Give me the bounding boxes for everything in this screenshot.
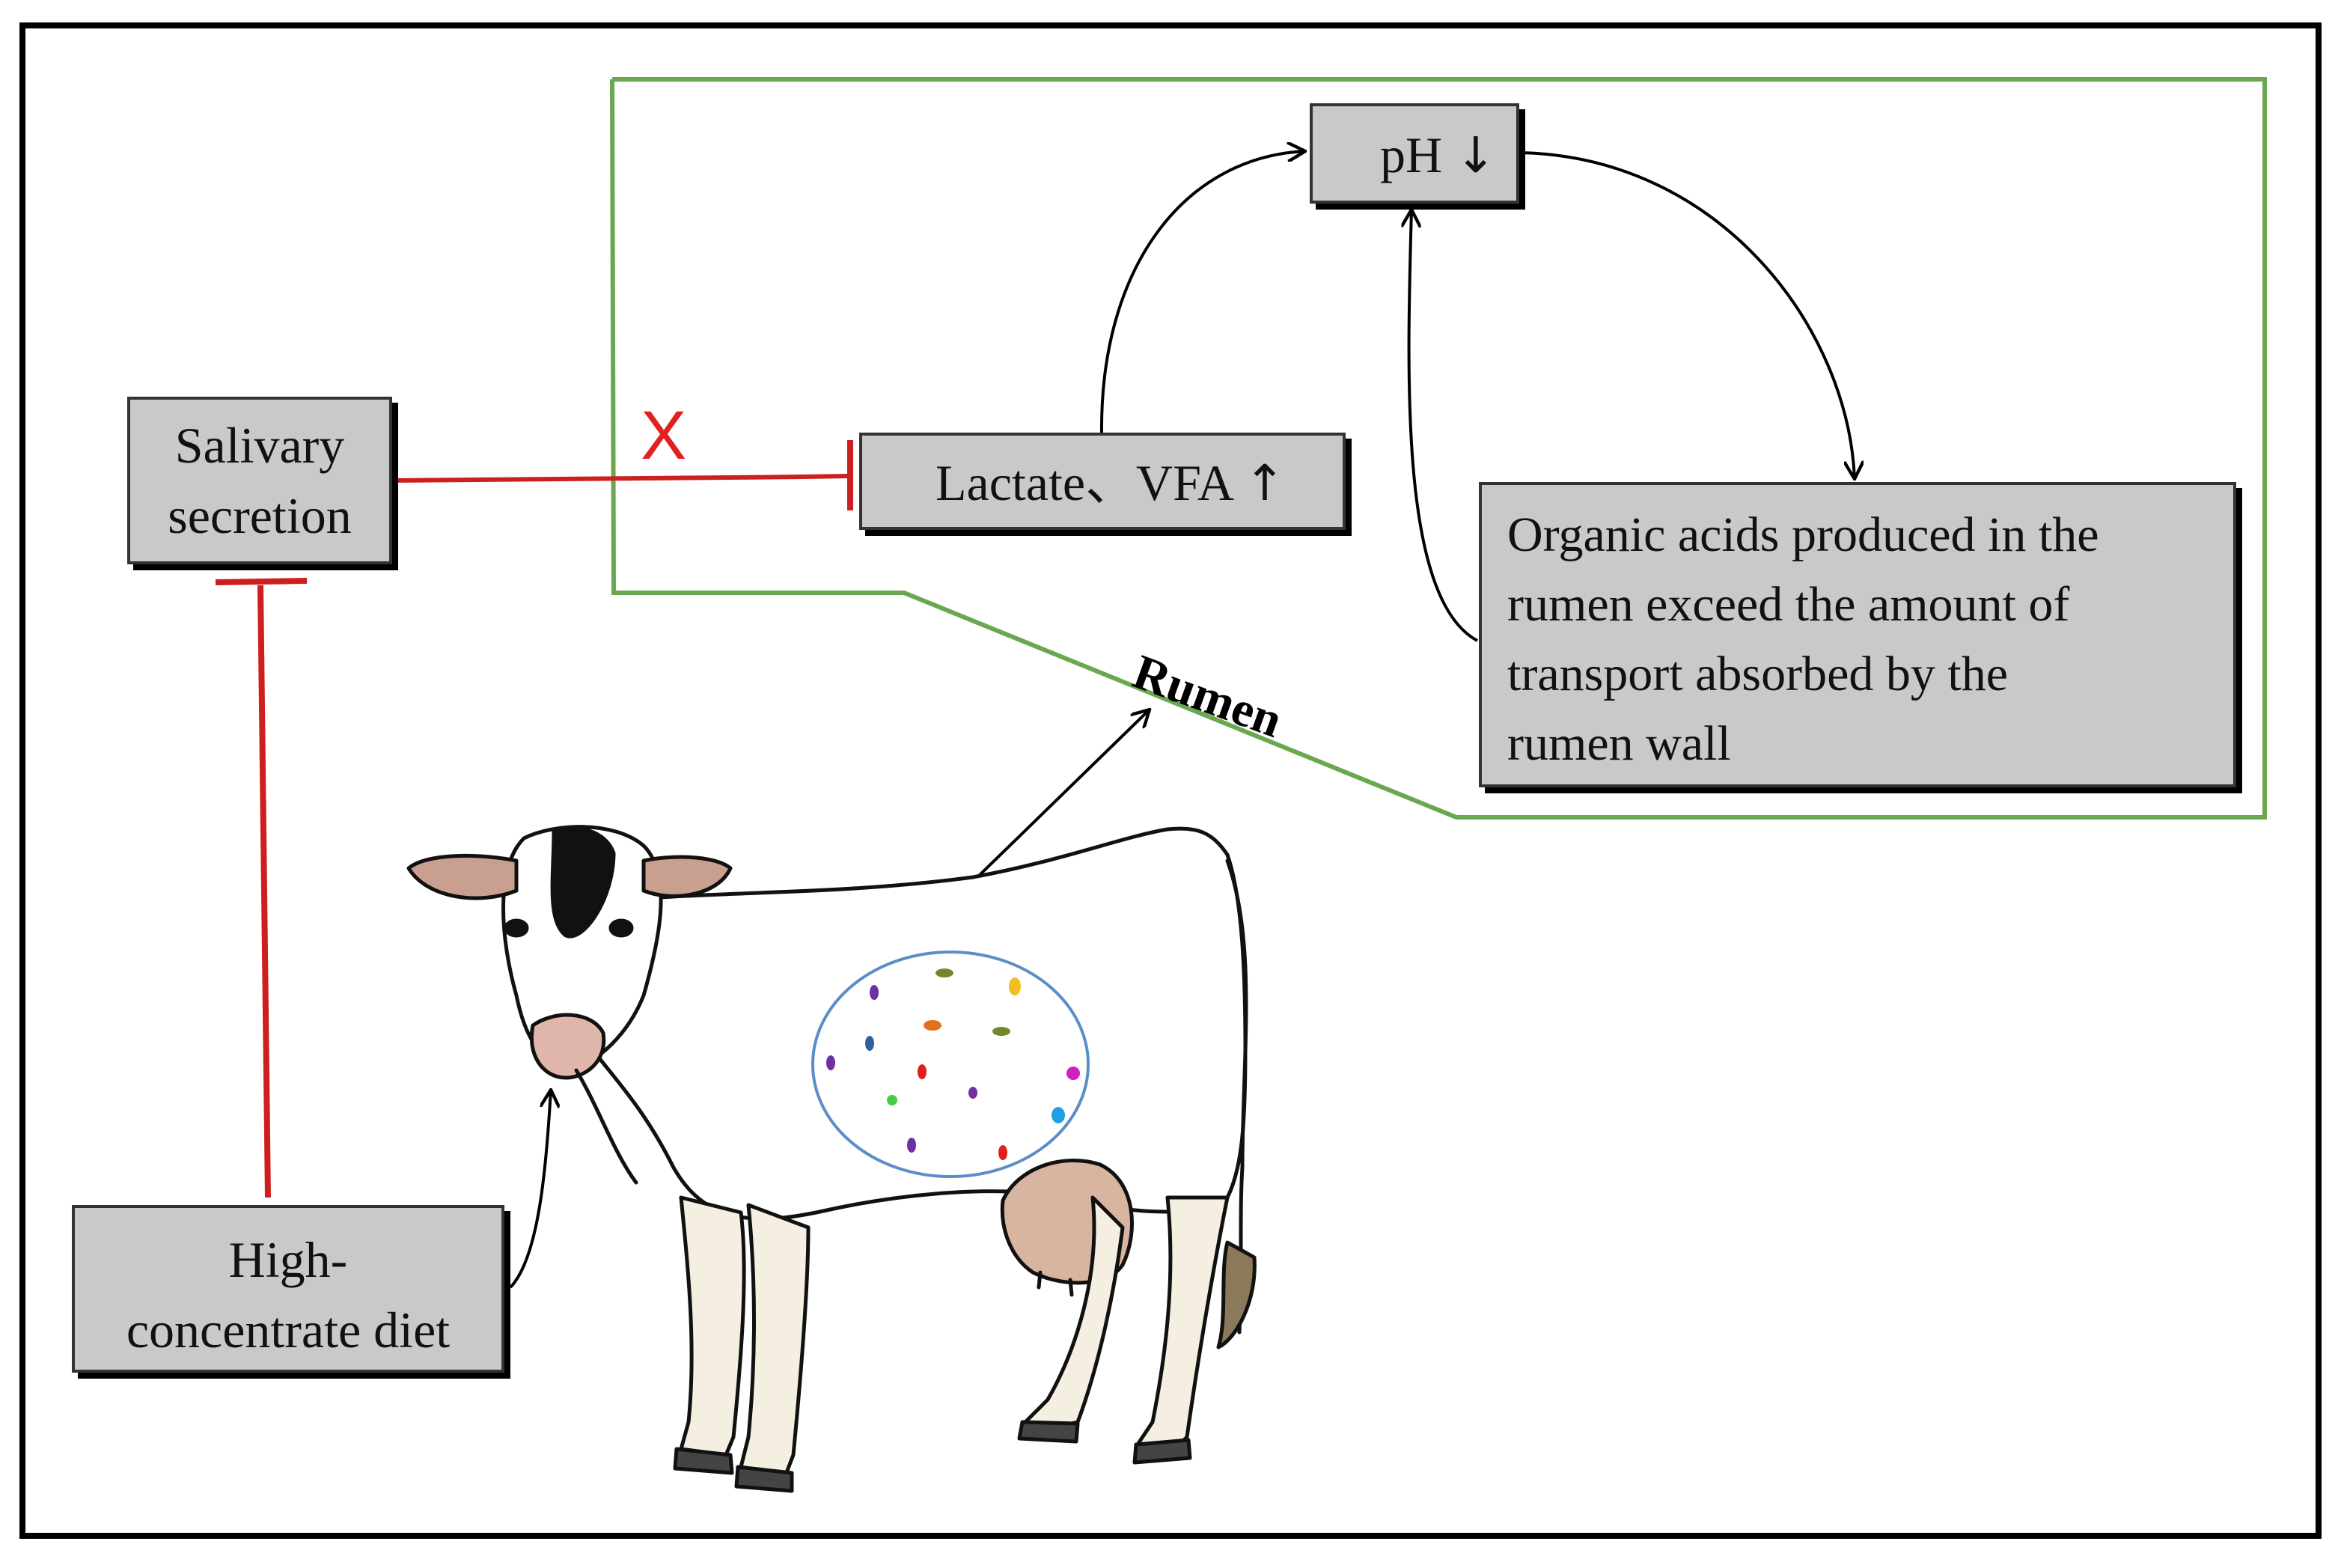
organic-line3: transport absorbed by the bbox=[1507, 647, 2008, 701]
high-concentrate-diet-box: High- concentrate diet bbox=[72, 1205, 504, 1373]
salivary-line2: secretion bbox=[168, 487, 352, 544]
salivary-line1: Salivary bbox=[174, 417, 345, 474]
cow-to-rumen-arrow bbox=[977, 710, 1150, 877]
organic-line1: Organic acids produced in the bbox=[1507, 507, 2099, 562]
organic-line4: rumen wall bbox=[1507, 716, 1731, 771]
lactate-text: Lactate、VFA bbox=[936, 454, 1232, 511]
lactate-vfa-box: Lactate、VFA ↑ bbox=[859, 433, 1346, 530]
cow-illustration bbox=[406, 825, 1257, 1493]
salivary-inhibit-line bbox=[391, 474, 851, 483]
rumen-stomach-ellipse bbox=[811, 951, 1090, 1178]
inhibit-tee-icon bbox=[215, 578, 308, 585]
diet-line2: concentrate diet bbox=[126, 1302, 451, 1358]
microbe-dots bbox=[826, 968, 1080, 1160]
down-arrow-icon: ↓ bbox=[1455, 126, 1497, 184]
ph-to-organic-arrow bbox=[1520, 151, 1855, 479]
lactate-to-ph-arrow bbox=[1099, 151, 1305, 433]
salivary-secretion-box: Salivary secretion bbox=[127, 397, 392, 564]
organic-to-ph-arrow bbox=[1409, 210, 1478, 642]
ph-box: pH ↓ bbox=[1310, 103, 1519, 204]
ph-text: pH bbox=[1380, 126, 1443, 183]
organic-line2: rumen exceed the amount of bbox=[1507, 577, 2070, 632]
outer-frame bbox=[19, 22, 2322, 1539]
up-arrow-icon: ↑ bbox=[1244, 454, 1286, 512]
organic-acids-box: Organic acids produced in the rumen exce… bbox=[1479, 482, 2236, 787]
diet-to-cow-arrow bbox=[509, 1090, 551, 1289]
rumen-outline bbox=[610, 77, 2267, 820]
diet-line1: High- bbox=[228, 1231, 348, 1288]
blocked-x-icon: X bbox=[641, 397, 687, 474]
diet-inhibit-line bbox=[257, 585, 271, 1198]
